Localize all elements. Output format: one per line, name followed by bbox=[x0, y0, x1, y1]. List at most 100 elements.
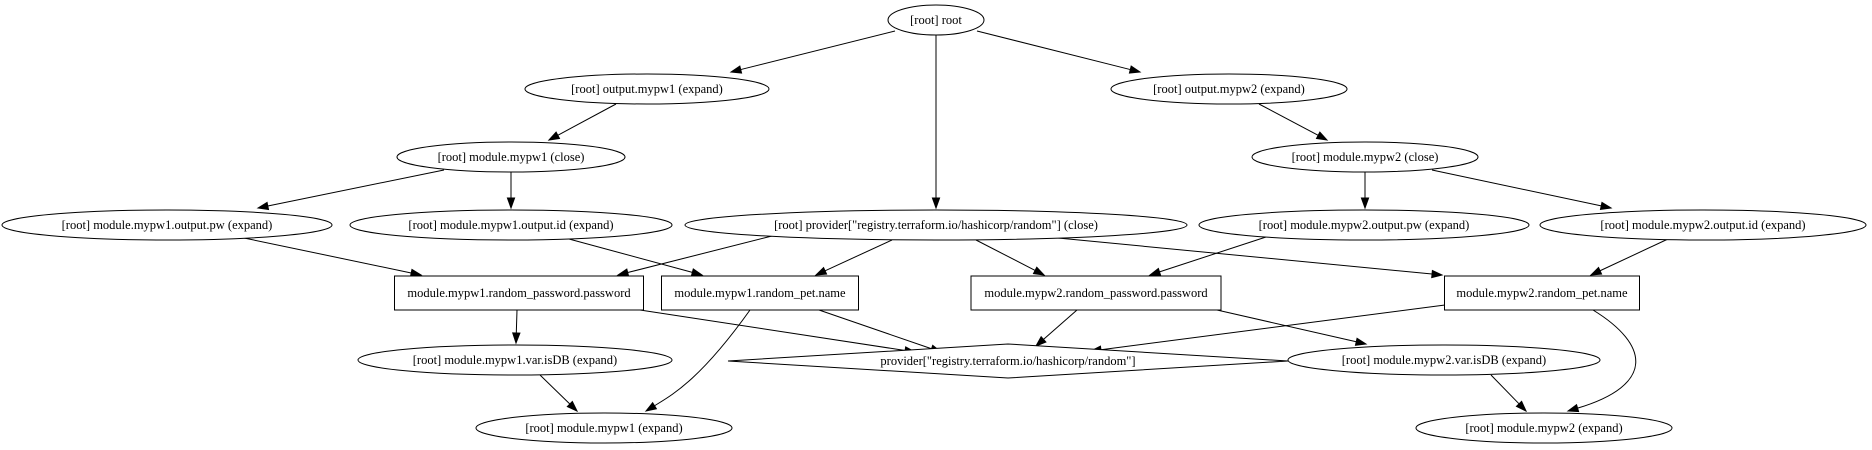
edge-root-to-provclose bbox=[931, 35, 941, 210]
node-box bbox=[1444, 275, 1640, 311]
node-label: [root] module.mypw1.var.isDB (expand) bbox=[413, 353, 617, 367]
arrowhead bbox=[1034, 335, 1047, 347]
node-label: [root] module.mypw1 (close) bbox=[438, 150, 585, 164]
node-m2outpw[interactable]: [root] module.mypw2.output.pw (expand) bbox=[1198, 209, 1530, 241]
edge-line bbox=[1599, 238, 1669, 272]
node-m1outid[interactable]: [root] module.mypw1.output.id (expand) bbox=[349, 209, 673, 241]
arrowhead bbox=[1566, 403, 1580, 413]
node-ellipse bbox=[1, 209, 333, 241]
node-ellipse bbox=[524, 73, 770, 105]
node-m2outid[interactable]: [root] module.mypw2.output.id (expand) bbox=[1539, 209, 1867, 241]
node-m1isdb[interactable]: [root] module.mypw1.var.isDB (expand) bbox=[357, 344, 673, 376]
node-ellipse bbox=[684, 209, 1188, 241]
node-label: [root] module.mypw1.output.pw (expand) bbox=[62, 218, 273, 232]
node-provclose[interactable]: [root] provider["registry.terraform.io/h… bbox=[684, 209, 1188, 241]
node-label: module.mypw1.random_pet.name bbox=[674, 286, 846, 300]
edge-m1outid-to-m1pet bbox=[568, 238, 704, 277]
edge-line bbox=[1043, 309, 1078, 340]
node-mod2exp[interactable]: [root] module.mypw2 (expand) bbox=[1415, 412, 1673, 444]
arrowhead bbox=[1431, 269, 1444, 279]
node-m1pet[interactable]: module.mypw1.random_pet.name bbox=[661, 275, 859, 311]
arrowhead bbox=[512, 332, 521, 345]
node-label: [root] output.mypw1 (expand) bbox=[571, 82, 723, 96]
edge-line bbox=[243, 237, 412, 274]
edge-m2pass-to-m2isdb bbox=[1216, 309, 1368, 346]
edge-m1pet-to-mod1exp bbox=[644, 309, 751, 412]
edge-mod1close-to-m1outpw bbox=[256, 169, 445, 211]
arrowhead bbox=[1599, 201, 1613, 211]
node-diamond bbox=[727, 343, 1289, 379]
edge-mod1close-to-m1outid bbox=[506, 172, 516, 210]
edge-provclose-to-m2pet bbox=[1057, 237, 1444, 279]
edge-line bbox=[1577, 309, 1637, 409]
edge-line bbox=[1431, 169, 1602, 207]
node-ellipse bbox=[1110, 73, 1348, 105]
node-mod1exp[interactable]: [root] module.mypw1 (expand) bbox=[475, 412, 733, 444]
node-m2pass[interactable]: module.mypw2.random_password.password bbox=[970, 275, 1222, 311]
edge-out2-to-mod2close bbox=[1258, 103, 1329, 141]
edge-m2outid-to-m2pet bbox=[1589, 238, 1669, 276]
node-root[interactable]: [root] root bbox=[887, 4, 985, 36]
node-out2[interactable]: [root] output.mypw2 (expand) bbox=[1110, 73, 1348, 105]
arrowhead bbox=[566, 400, 579, 413]
arrowhead bbox=[690, 268, 704, 277]
node-ellipse bbox=[1539, 209, 1867, 241]
node-m1outpw[interactable]: [root] module.mypw1.output.pw (expand) bbox=[1, 209, 333, 241]
arrowhead bbox=[931, 197, 941, 210]
node-ellipse bbox=[1198, 209, 1530, 241]
node-out1[interactable]: [root] output.mypw1 (expand) bbox=[524, 73, 770, 105]
node-m2isdb[interactable]: [root] module.mypw2.var.isDB (expand) bbox=[1287, 344, 1601, 376]
arrowhead bbox=[1315, 131, 1329, 141]
arrowhead bbox=[1148, 267, 1162, 276]
edge-line bbox=[557, 103, 617, 136]
edge-m2isdb-to-mod2exp bbox=[1490, 374, 1528, 413]
node-label: [root] module.mypw2.var.isDB (expand) bbox=[1342, 353, 1546, 367]
node-label: module.mypw2.random_pet.name bbox=[1456, 286, 1628, 300]
node-ellipse bbox=[1415, 412, 1673, 444]
edge-line bbox=[824, 239, 893, 272]
node-mod1close[interactable]: [root] module.mypw1 (close) bbox=[396, 141, 626, 173]
node-ellipse bbox=[349, 209, 673, 241]
arrowhead bbox=[256, 201, 270, 211]
node-ellipse bbox=[1251, 141, 1479, 173]
node-ellipse bbox=[887, 4, 985, 36]
arrowhead bbox=[1032, 266, 1046, 276]
edge-root-to-out2 bbox=[976, 30, 1142, 74]
edge-line bbox=[975, 239, 1036, 271]
edge-line bbox=[1258, 103, 1319, 136]
node-m2pet[interactable]: module.mypw2.random_pet.name bbox=[1444, 275, 1640, 311]
edge-line bbox=[818, 309, 932, 350]
edge-line bbox=[1159, 236, 1267, 273]
edge-line bbox=[515, 309, 518, 334]
edge-line bbox=[627, 235, 773, 274]
node-mod2close[interactable]: [root] module.mypw2 (close) bbox=[1251, 141, 1479, 173]
edge-provclose-to-m2pass bbox=[975, 239, 1046, 276]
node-label: [root] module.mypw2.output.pw (expand) bbox=[1259, 218, 1470, 232]
edge-m1pet-to-prov bbox=[818, 309, 943, 353]
edge-line bbox=[1490, 374, 1520, 405]
node-label: [root] module.mypw1 (expand) bbox=[525, 421, 682, 435]
nodes-layer: [root] root [root] output.mypw1 (expand) [… bbox=[1, 4, 1867, 444]
edge-root-to-out1 bbox=[729, 30, 896, 74]
node-prov[interactable]: provider["registry.terraform.io/hashicor… bbox=[727, 343, 1289, 379]
arrowhead bbox=[409, 268, 423, 278]
node-label: [root] module.mypw2.output.id (expand) bbox=[1600, 218, 1805, 232]
node-box bbox=[661, 275, 859, 311]
arrowhead bbox=[814, 266, 828, 276]
node-m1pass[interactable]: module.mypw1.random_password.password bbox=[394, 275, 644, 311]
edge-line bbox=[639, 309, 906, 351]
arrowhead bbox=[1589, 266, 1603, 276]
edge-out1-to-mod1close bbox=[547, 103, 617, 141]
arrowhead bbox=[506, 197, 516, 210]
edge-line bbox=[267, 169, 445, 207]
edge-m1isdb-to-mod1exp bbox=[539, 374, 579, 413]
edge-mod2close-to-m2outpw bbox=[1360, 172, 1370, 210]
node-box bbox=[970, 275, 1222, 311]
edge-m1pass-to-prov bbox=[639, 309, 917, 355]
edge-provclose-to-m1pet bbox=[814, 239, 893, 276]
edge-line bbox=[1057, 237, 1433, 275]
arrowhead bbox=[1354, 337, 1368, 346]
edge-mod2close-to-m2outid bbox=[1431, 169, 1613, 211]
node-label: [root] module.mypw2 (expand) bbox=[1465, 421, 1622, 435]
